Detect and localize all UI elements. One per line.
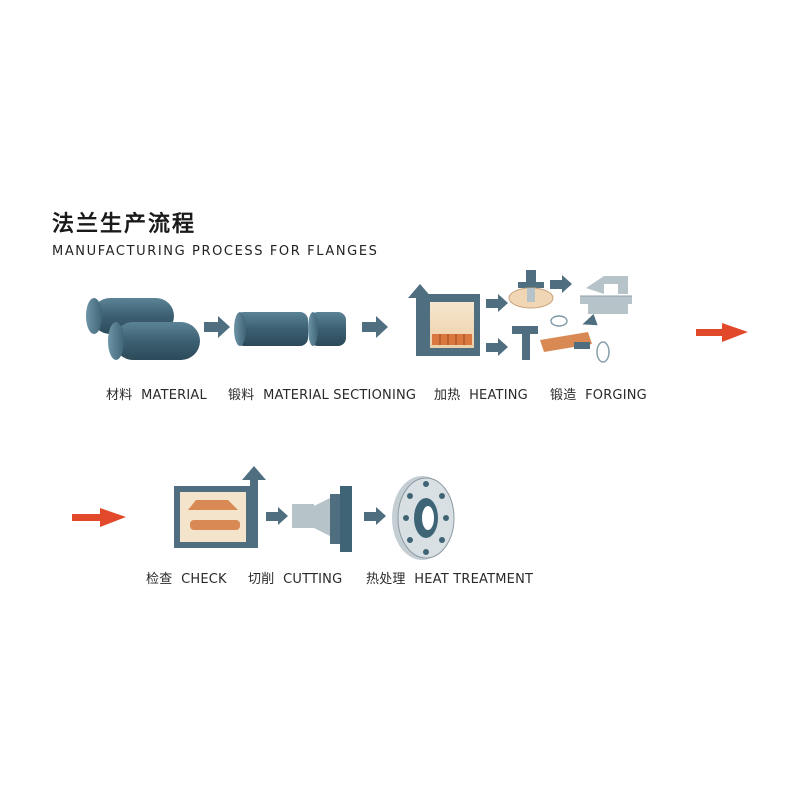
step-label-check: 检查 CHECK xyxy=(146,568,227,587)
heating-furnace-icon xyxy=(408,284,480,356)
step-label-heating: 加热 HEATING xyxy=(434,384,528,403)
flange-heat-treatment-icon xyxy=(392,476,455,560)
material-icon xyxy=(86,298,200,360)
step-cn: 材料 xyxy=(106,388,133,403)
step-en: CHECK xyxy=(181,572,227,587)
flow-arrow-2 xyxy=(362,316,388,338)
step-cn: 检查 xyxy=(146,572,173,587)
sectioning-icon xyxy=(234,312,346,346)
flow-arrow-5 xyxy=(364,507,386,525)
flow-arrow-1 xyxy=(204,316,230,338)
step-cn: 切削 xyxy=(248,572,275,587)
title-chinese: 法兰生产流程 xyxy=(52,212,197,237)
step-label-material: 材料 MATERIAL xyxy=(106,384,207,403)
step-en: MATERIAL SECTIONING xyxy=(263,388,417,403)
step-cn: 加热 xyxy=(434,388,461,403)
step-en: HEATING xyxy=(469,388,528,403)
forging-press-icon xyxy=(508,270,610,363)
step-cn: 锻料 xyxy=(228,388,255,403)
cutting-icon xyxy=(292,486,352,552)
forged-flange-icon xyxy=(580,276,632,314)
step-en: HEAT TREATMENT xyxy=(414,572,534,587)
step-en: CUTTING xyxy=(283,572,343,587)
title-english: MANUFACTURING PROCESS FOR FLANGES xyxy=(52,244,379,259)
check-icon xyxy=(174,466,266,548)
step-label-heat-treatment: 热处理 HEAT TREATMENT xyxy=(366,568,533,587)
flow-arrow-3a xyxy=(486,294,508,312)
red-arrow-continue xyxy=(696,323,748,342)
step-label-cutting: 切削 CUTTING xyxy=(248,568,342,587)
step-en: FORGING xyxy=(585,388,647,403)
step-cn: 热处理 xyxy=(366,572,406,587)
step-en: MATERIAL xyxy=(141,388,207,403)
step-cn: 锻造 xyxy=(550,388,577,403)
step-label-forging: 锻造 FORGING xyxy=(550,384,647,403)
flow-arrow-3b xyxy=(486,338,508,356)
red-arrow-start xyxy=(72,508,126,527)
step-label-sectioning: 锻料 MATERIAL SECTIONING xyxy=(228,384,416,403)
flow-arrow-4 xyxy=(266,507,288,525)
